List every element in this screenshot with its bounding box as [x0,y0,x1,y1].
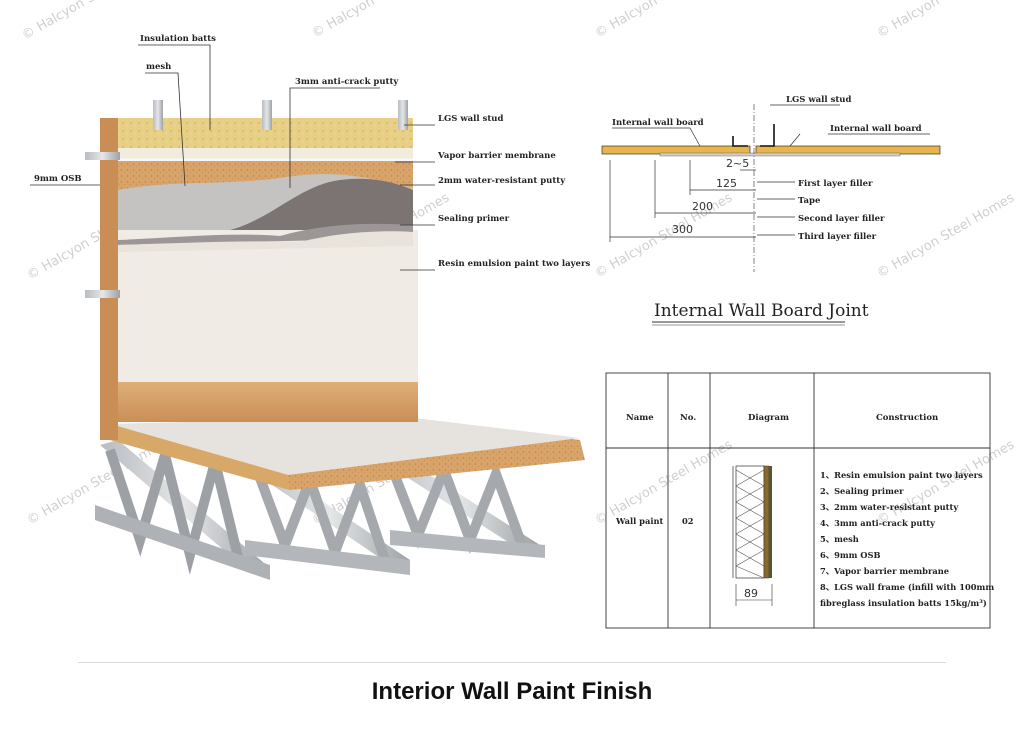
lgs-stud [262,100,272,130]
table-diagram-dim: 89 [744,587,758,600]
watermark: © Halcyon Steel Homes [593,190,736,281]
callout-mesh: mesh [146,62,171,72]
page-caption: Interior Wall Paint Finish [371,678,653,705]
joint-detail: Internal wall board Internal wall board … [601,95,941,326]
joint-label-second-filler: Second layer filler [798,214,885,224]
joint-label-third-filler: Third layer filler [798,232,877,242]
watermark: © Halcyon Steel Homes [875,0,1018,41]
table-wall-diagram: 89 [732,465,773,606]
table-header-name: Name [626,413,654,423]
wall-section-illustration: Insulation batts mesh 3mm anti-crack put… [30,34,590,580]
joint-stud [732,124,775,147]
lgs-stud [153,100,163,130]
callout-osb: 9mm OSB [34,174,82,184]
joint-title: Internal Wall Board Joint [654,301,869,321]
painted-wall-surface [118,230,418,382]
joint-label-stud: LGS wall stud [786,95,851,105]
joint-dim-125: 125 [716,177,737,190]
water-resistant-putty-layer [230,178,413,230]
table-header-no: No. [680,413,696,423]
joint-label-board-right: Internal wall board [830,124,922,134]
table-cell-name: Wall paint [615,516,664,526]
construction-line: 1、Resin emulsion paint two layers [820,470,983,480]
callout-sealing-primer: Sealing primer [438,214,510,224]
watermark: © Halcyon Steel Homes [875,437,1018,528]
lgs-stud [398,100,408,130]
callout-resin-paint: Resin emulsion paint two layers [438,259,590,269]
construction-line: 8、LGS wall frame (infill with 100mm [820,582,994,592]
table-header-construction: Construction [876,413,938,423]
joint-label-tape: Tape [798,196,821,206]
table-header-diagram: Diagram [748,413,789,423]
construction-line: 2、Sealing primer [820,486,904,496]
watermark: © Halcyon Steel Homes [875,190,1018,281]
joint-dim-gap: 2~5 [726,157,749,170]
construction-line: 4、3mm anti-crack putty [820,518,936,528]
joint-label-board-left: Internal wall board [612,118,704,128]
construction-line: 7、Vapor barrier membrane [820,566,949,576]
caption-divider [78,662,946,663]
callout-vapor-barrier: Vapor barrier membrane [437,151,556,161]
floor-slab [110,416,585,490]
watermark: © Halcyon Steel Homes [593,0,736,41]
joint-dim-300: 300 [672,223,693,236]
table-cell-no: 02 [682,516,694,526]
construction-line: 3、2mm water-resistant putty [820,502,959,512]
watermark: © Halcyon Steel Homes [310,0,453,41]
floor-truss [95,435,545,580]
skirting-board [118,380,418,422]
joint-dim-200: 200 [692,200,713,213]
joint-label-first-filler: First layer filler [798,179,873,189]
construction-line: fibreglass insulation batts 15kg/m³) [820,598,987,608]
callout-anti-crack-putty: 3mm anti-crack putty [295,77,399,87]
callout-lgs-wall-stud: LGS wall stud [438,114,503,124]
callout-insulation-batts: Insulation batts [140,34,216,44]
construction-line: 6、9mm OSB [820,550,881,560]
watermark: © Halcyon Steel Homes [593,437,736,528]
construction-line: 5、mesh [820,534,859,544]
callout-water-resistant-putty: 2mm water-resistant putty [438,176,566,186]
spec-table: Name No. Diagram Construction Wall paint… [605,372,994,629]
